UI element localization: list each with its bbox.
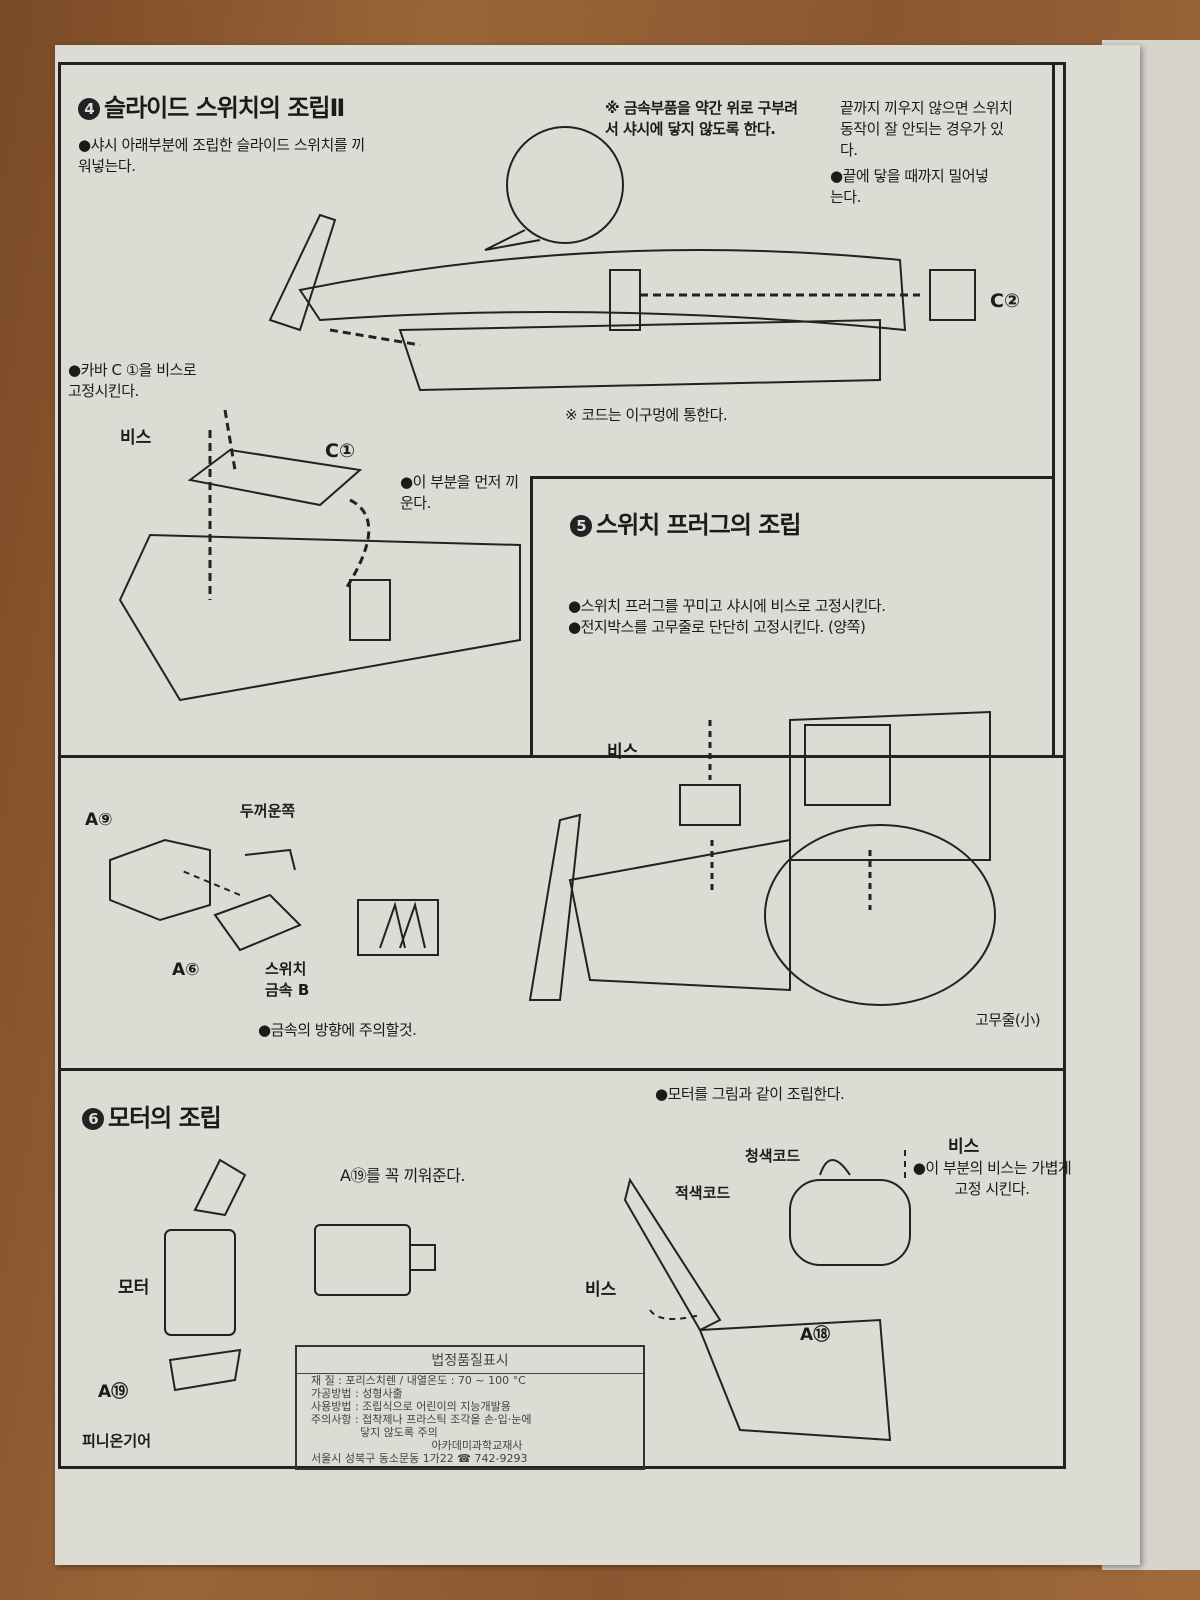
detail-magnifier [506,126,624,244]
label-c2: C② [990,290,1021,312]
section5-instruction-2: ●전지박스를 고무줄로 단단히 고정시킨다. (양쪽) [568,618,866,636]
note-screw-light: ●이 부분의 비스는 가볍게 고정 시킨다. [912,1159,1072,1198]
divider [58,755,1066,758]
motor-drawing [164,1158,436,1392]
label-screw: 비스 [120,428,152,448]
note-metal: ※ 금속부품을 약간 위로 구부려서 샤시에 닿지 않도록 한다. [605,99,798,138]
quality-row: 사용방법 : 조립식으로 어린이의 지능개발용 [311,1400,511,1413]
label-screw-left: 비스 [585,1280,617,1300]
switch-plug-drawing [528,710,996,1006]
section4-title-text: 슬라이드 스위치의 조립Ⅱ [104,94,345,122]
label-a6: A⑥ [172,960,200,980]
label-red-cord: 적색코드 [675,1184,731,1202]
quality-company: 아카데미과학교재사 [431,1439,523,1452]
quality-row: 주의사항 : 접착제나 프라스틱 조각을 손·입·눈에 [311,1413,532,1426]
step-number: 6 [82,1108,104,1130]
note-push: ●끝에 닿을 때까지 밀어넣는다. [830,167,989,206]
label-switch-metal-b: 스위치 금속 B [265,960,310,999]
page-frame [58,62,1066,1469]
step-number: 5 [570,515,592,537]
quality-label-box: 법정품질표시 재 질 : 포리스치렌 / 내열온도 : 70 ~ 100 °C … [295,1345,645,1470]
label-c1: C① [325,440,356,462]
chassis-drawing-cover [118,448,521,702]
quality-row: 가공방법 : 성형사출 [311,1387,403,1400]
note-metal-direction: ●금속의 방향에 주의할것. [258,1021,417,1039]
label-a18: A⑱ [800,1325,831,1345]
label-screw-top: 비스 [948,1137,980,1157]
note-first: ●이 부분을 먼저 끼운다. [400,473,519,512]
note-a19: A⑲를 꼭 끼워준다. [340,1166,466,1185]
note-cord: ※ 코드는 이구멍에 통한다. [565,406,728,424]
step-number: 4 [78,98,100,120]
section5-instruction-1: ●스위치 프러그를 꾸미고 샤시에 비스로 고정시킨다. [568,597,886,615]
label-blue-cord: 청색코드 [745,1147,801,1165]
switch-parts-drawing [109,838,439,956]
divider [1052,62,1055,758]
quality-heading: 법정품질표시 [297,1347,643,1374]
divider [530,476,1055,479]
section6-instruction: ●모터를 그림과 같이 조립한다. [655,1085,845,1103]
label-a9: A⑨ [85,810,113,830]
divider [58,1068,1066,1071]
chassis-drawing-top [268,213,976,392]
label-pinion-gear: 피니온기어 [82,1432,152,1450]
section4-instruction: ●샤시 아래부분에 조립한 슬라이드 스위치를 끼워넣는다. [78,136,365,175]
section6-title-text: 모터의 조립 [108,1104,222,1132]
divider [530,476,533,758]
label-rubber-band: 고무줄(小) [975,1011,1041,1029]
motor-mount-drawing [623,1159,911,1442]
label-screw: 비스 [607,742,639,762]
section5-title-text: 스위치 프러그의 조립 [596,511,801,539]
quality-row: 재 질 : 포리스치렌 / 내열온도 : 70 ~ 100 °C [311,1374,526,1387]
instruction-cover: ●카바 C ①을 비스로 고정시킨다. [68,361,197,400]
label-thick-side: 두꺼운쪽 [240,802,296,820]
quality-row: 닿지 않도록 주의 [311,1426,438,1439]
label-motor: 모터 [118,1278,150,1298]
quality-address: 서울시 성북구 동소문동 1가22 ☎ 742-9293 [311,1452,528,1465]
note-end: 끝까지 끼우지 않으면 스위치 동작이 잘 안되는 경우가 있다. [840,99,1013,159]
label-a19: A⑲ [98,1382,129,1402]
